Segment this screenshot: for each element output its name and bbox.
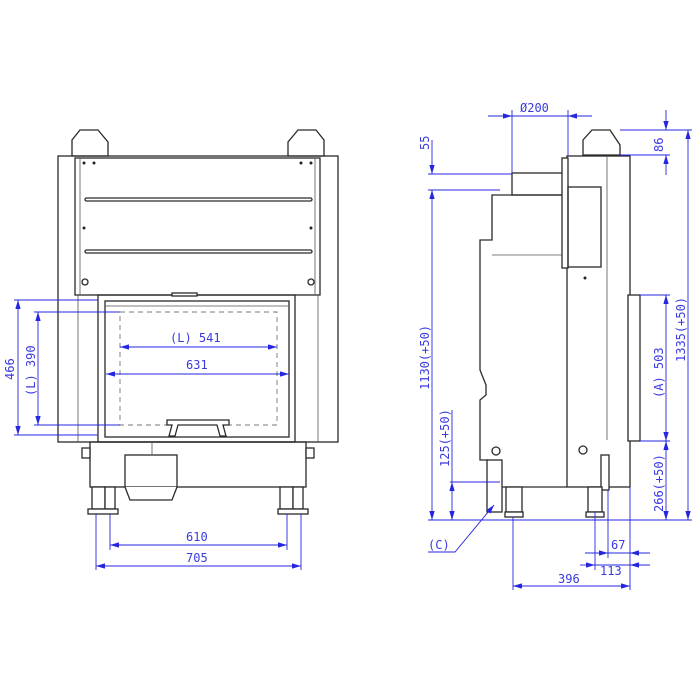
glass-opening [104,300,290,438]
dim-541: (L) 541 [170,331,221,345]
dim-1130: 1130(+50) [418,325,432,390]
adjustable-feet [87,486,309,515]
dim-466: 466 [3,358,17,380]
dim-396: 396 [558,572,580,586]
dim-503: (A) 503 [652,347,666,398]
dim-631: 631 [186,358,208,372]
lifting-handle-left [71,129,109,157]
dim-705: 705 [186,551,208,565]
top-slot-1 [84,197,313,202]
front-dimensions: 466 (L) 390 (L) 541 631 610 705 [3,299,302,570]
top-slot-2 [84,249,313,254]
dim-113: 113 [600,564,622,578]
dim-55: 55 [418,136,432,150]
flue-collar [511,172,565,196]
base-frame [89,441,307,488]
side-rear-body [479,194,567,488]
dim-1335: 1335(+50) [674,297,688,362]
front-view [57,129,339,515]
body-outer [57,155,339,443]
side-handle [582,129,621,156]
air-inlet-tube [486,459,503,513]
dim-266: 266(+50) [652,454,666,512]
air-control-box [124,454,178,488]
lifting-handle-right [287,129,325,157]
dim-390: (L) 390 [24,345,38,396]
dim-flue-diameter: Ø200 [520,101,549,115]
log-grate [166,419,230,437]
dim-125: 125(+50) [438,409,452,467]
dim-86: 86 [652,138,666,152]
top-panel [74,157,321,296]
dim-67: 67 [611,538,625,552]
side-door-glass [627,294,641,442]
callout-c: (C) [428,538,450,552]
side-view [479,129,641,518]
side-dimensions: Ø200 55 1130(+50) 125(+50) 86 1335(+50) … [418,101,692,590]
dim-610: 610 [186,530,208,544]
side-main-body [566,155,631,488]
